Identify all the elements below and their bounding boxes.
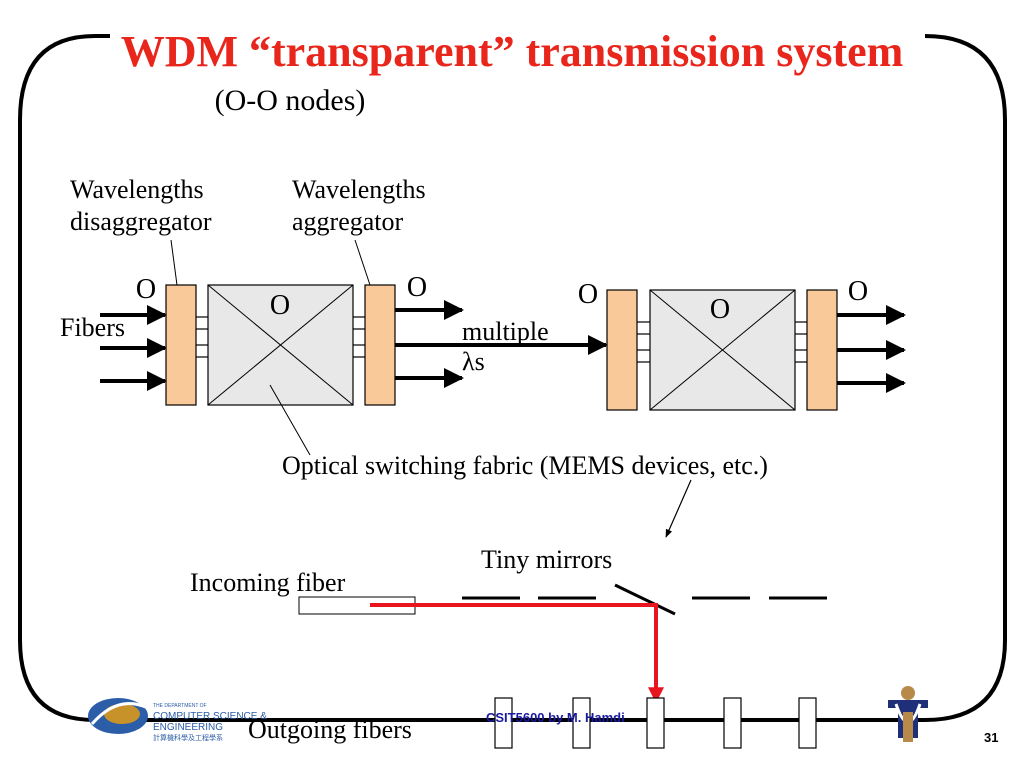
footer-credit: CSIT5600 by M. Hamdi [486, 710, 625, 725]
swirl-logo-icon [88, 698, 149, 734]
outgoing-fibers-label: Outgoing fibers [248, 715, 412, 744]
page-number: 31 [984, 730, 998, 745]
right-demux-outputs [637, 321, 650, 363]
outgoing-fiber-3 [646, 697, 665, 749]
slide-subtitle: (O-O nodes) [215, 84, 366, 117]
lambdas-label: λs [462, 347, 485, 376]
switching-fabric-label: Optical switching fabric (MEMS devices, … [282, 451, 768, 480]
department-logo: THE DEPARTMENT OF COMPUTER SCIENCE & ENG… [88, 698, 267, 742]
hkust-emblem-icon [888, 686, 928, 742]
left-mux-inputs [353, 316, 365, 358]
right-fabric-label: O [710, 294, 730, 325]
outgoing-fiber-2 [572, 697, 591, 749]
fabric-pointer [269, 384, 311, 456]
left-mux [364, 284, 396, 406]
multiple-label: multiple [462, 317, 549, 346]
right-mux [806, 289, 838, 411]
slide-title: WDM “transparent” transmission system [121, 27, 904, 76]
right-node: O O O [578, 276, 906, 411]
dept-name-line2: ENGINEERING [153, 722, 223, 733]
left-mux-label: O [407, 272, 427, 303]
slide-frame [18, 34, 1007, 722]
right-mux-inputs [795, 321, 807, 363]
left-fabric-label: O [270, 290, 290, 321]
outgoing-fiber-4 [723, 697, 742, 749]
incoming-fiber-label: Incoming fiber [190, 568, 346, 597]
outgoing-fibers [494, 697, 817, 749]
dept-name-chinese: 計算機科學及工程學系 [153, 733, 223, 742]
disaggregator-label-line2: disaggregator [70, 207, 212, 236]
right-mux-label: O [848, 276, 868, 307]
mirror-tilted [614, 583, 676, 616]
disaggregator-label-line1: Wavelengths [70, 175, 204, 204]
outgoing-fiber-1 [494, 697, 513, 749]
tiny-mirrors-label: Tiny mirrors [481, 545, 612, 574]
right-demux-label: O [578, 279, 598, 310]
mirror-array [462, 583, 827, 616]
aggregator-label-line1: Wavelengths [292, 175, 426, 204]
aggregator-label-line2: aggregator [292, 207, 404, 236]
left-demux [165, 284, 197, 406]
light-path [370, 603, 664, 704]
dept-small-text: THE DEPARTMENT OF [153, 703, 207, 709]
right-demux [606, 289, 638, 411]
left-demux-outputs [196, 316, 208, 358]
fibers-label: Fibers [60, 313, 125, 342]
dept-name-line1: COMPUTER SCIENCE & [153, 711, 267, 722]
left-node: O O O [100, 272, 464, 406]
mems-arrow [665, 479, 692, 538]
left-demux-label: O [136, 274, 156, 305]
outgoing-fiber-5 [798, 697, 817, 749]
